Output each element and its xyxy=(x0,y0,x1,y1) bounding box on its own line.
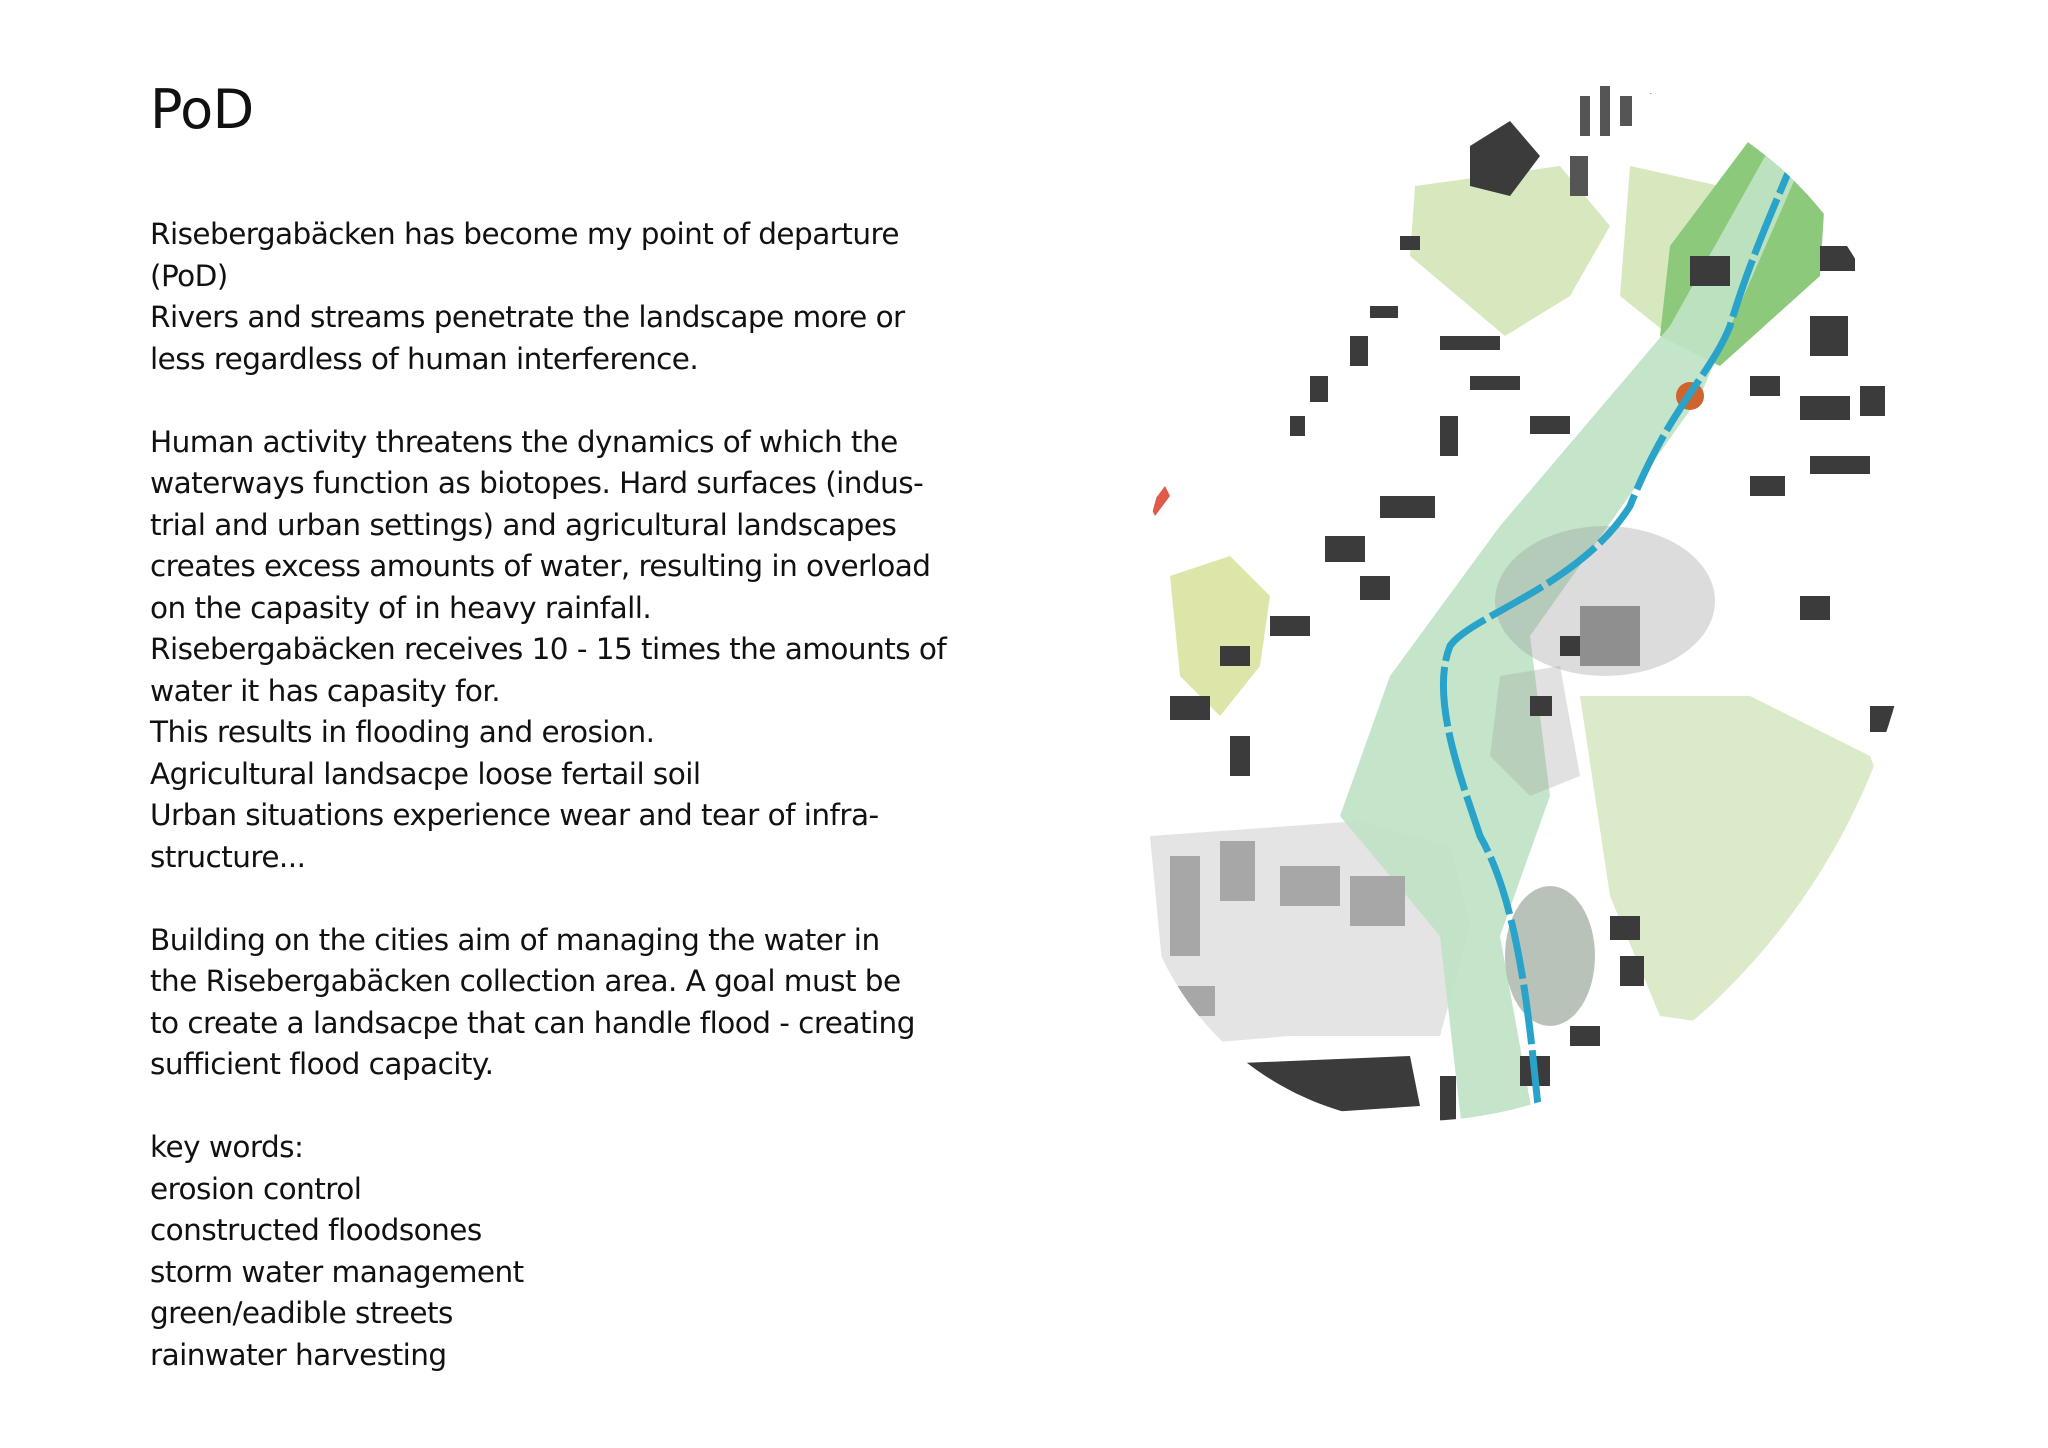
building xyxy=(1350,336,1368,366)
text-line: sufficient flood capacity. xyxy=(150,1047,494,1081)
keywords-heading: key words: xyxy=(150,1130,304,1164)
text-line: (PoD) xyxy=(150,258,228,293)
site-map xyxy=(1150,76,1905,1171)
building xyxy=(1560,636,1580,656)
building xyxy=(1750,476,1785,496)
building xyxy=(1360,576,1390,600)
building xyxy=(1570,1026,1600,1046)
text-line: Risebergabäcken has become my point of d… xyxy=(150,217,900,251)
keyword-item: green/eadible streets xyxy=(150,1296,453,1330)
text-line: to create a landsacpe that can handle fl… xyxy=(150,1005,915,1040)
building xyxy=(1440,336,1500,350)
text-line: waterways function as biotopes. Hard sur… xyxy=(150,466,924,500)
building xyxy=(1470,376,1520,390)
building xyxy=(1620,956,1644,986)
building xyxy=(1230,736,1250,776)
building xyxy=(1325,536,1365,562)
building xyxy=(1800,596,1830,620)
paragraph-gap xyxy=(150,380,950,422)
building xyxy=(1400,236,1420,250)
keyword-item: storm water management xyxy=(150,1254,524,1289)
building xyxy=(1810,456,1870,474)
paragraph-gap xyxy=(150,1086,950,1128)
park-field-northwest xyxy=(1410,166,1610,336)
text-line: Human activity threatens the dynamics of… xyxy=(150,424,898,459)
keyword-item: constructed floodsones xyxy=(150,1213,482,1247)
text-line: creates excess amounts of water, resulti… xyxy=(150,549,931,583)
text-line: less regardless of human interference. xyxy=(150,341,699,376)
text-line: on the capasity of in heavy rainfall. xyxy=(150,590,652,625)
text-line: This results in flooding and erosion. xyxy=(150,715,655,749)
building xyxy=(1690,256,1730,286)
building xyxy=(1720,86,1760,100)
building xyxy=(1310,376,1328,402)
industrial-building xyxy=(1170,856,1200,956)
park-field-east xyxy=(1580,696,1900,1026)
building xyxy=(1800,396,1850,420)
building xyxy=(1580,96,1590,136)
building xyxy=(1470,121,1540,196)
keyword-item: rainwater harvesting xyxy=(150,1337,447,1372)
pond xyxy=(1430,1161,1470,1171)
red-landmark xyxy=(1150,486,1170,516)
text-line: water it has capasity for. xyxy=(150,673,501,708)
text-column: Risebergabäcken has become my point of d… xyxy=(150,214,950,1376)
map-content xyxy=(1150,76,1905,1171)
building xyxy=(1290,416,1305,436)
building xyxy=(1810,316,1848,356)
building xyxy=(1570,156,1588,196)
building xyxy=(1280,1146,1320,1170)
building xyxy=(1170,1056,1420,1116)
industrial-building xyxy=(1350,876,1405,926)
building xyxy=(1820,246,1855,271)
pond xyxy=(1670,1051,1700,1066)
text-line: Urban situations experience wear and tea… xyxy=(150,798,879,832)
industrial-building xyxy=(1220,841,1255,901)
building xyxy=(1530,416,1570,434)
building xyxy=(1380,496,1435,518)
building xyxy=(1850,186,1870,216)
building xyxy=(1650,76,1710,94)
building xyxy=(1440,1076,1456,1122)
building xyxy=(1370,306,1398,318)
gray-zone-mid xyxy=(1490,666,1580,796)
pond xyxy=(1880,766,1905,801)
building xyxy=(1870,706,1900,732)
building xyxy=(1600,86,1610,136)
text-line: Agricultural landsacpe loose fertail soi… xyxy=(150,756,701,791)
building xyxy=(1170,696,1210,720)
park-field-west xyxy=(1170,556,1270,716)
keyword-item: erosion control xyxy=(150,1171,362,1206)
building xyxy=(1440,416,1458,456)
text-line: trial and urban settings) and agricultur… xyxy=(150,507,897,542)
industrial-building xyxy=(1580,606,1640,666)
building xyxy=(1610,916,1640,940)
text-line: the Risebergabäcken collection area. A g… xyxy=(150,964,901,998)
gray-zone-center xyxy=(1495,526,1715,676)
green-corridor xyxy=(1340,76,1840,1122)
building xyxy=(1530,696,1552,716)
building xyxy=(1620,96,1632,126)
building xyxy=(1270,616,1310,636)
text-line: Building on the cities aim of managing t… xyxy=(150,922,880,957)
industrial-building xyxy=(1280,866,1340,906)
stream xyxy=(1440,76,1829,1122)
text-line: structure... xyxy=(150,839,306,874)
text-line: Risebergabäcken receives 10 - 15 times t… xyxy=(150,632,947,666)
building xyxy=(1750,376,1780,396)
industrial-building xyxy=(1170,986,1215,1016)
page-title: PoD xyxy=(150,78,254,141)
paragraph-gap xyxy=(150,878,950,920)
building xyxy=(1340,1136,1390,1156)
building xyxy=(1830,136,1855,164)
building xyxy=(1860,386,1885,416)
building xyxy=(1220,646,1250,666)
text-line: Rivers and streams penetrate the landsca… xyxy=(150,300,905,334)
